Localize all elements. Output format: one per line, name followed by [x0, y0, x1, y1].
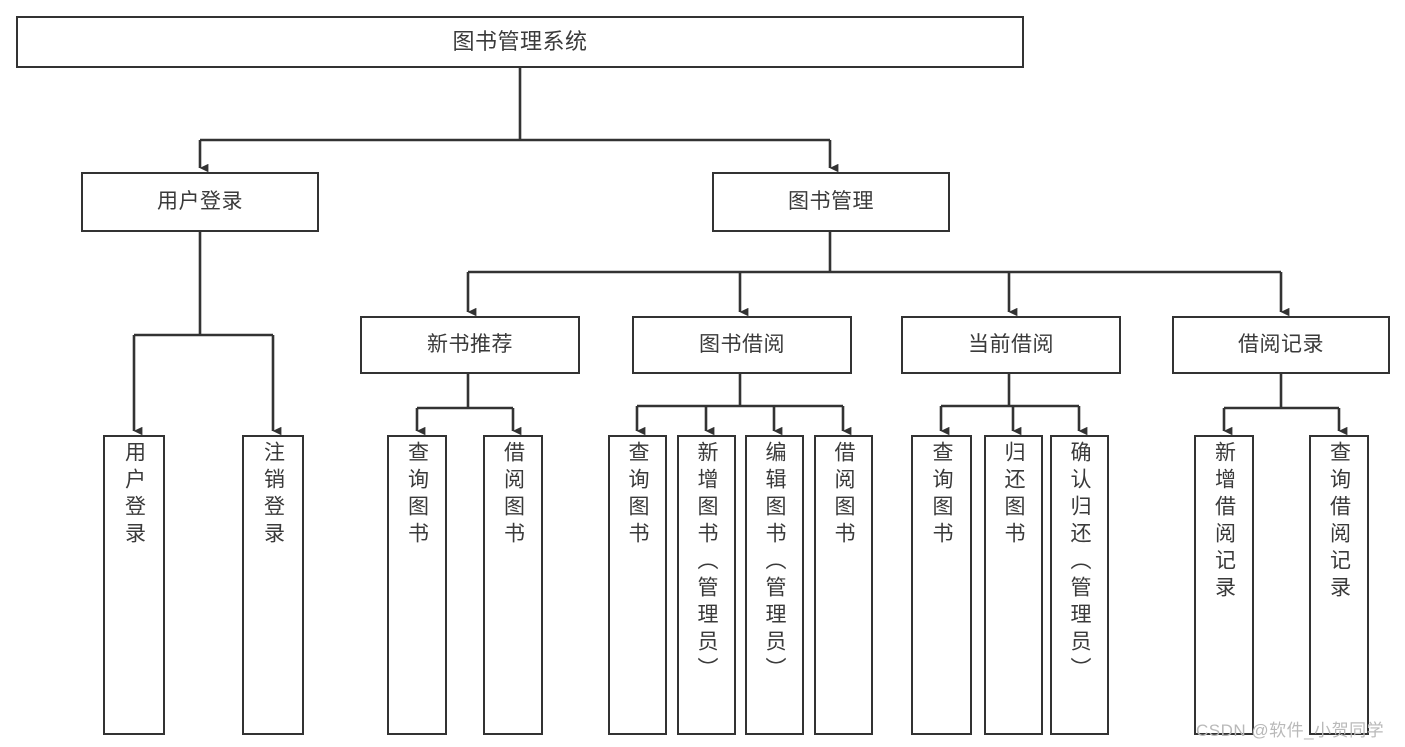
node-current-borrow-label: 当前借阅 — [968, 332, 1054, 356]
node-leaf-user-login[interactable]: 用户登录 — [103, 435, 165, 735]
node-leaf-query-book-3[interactable]: 查询图书 — [911, 435, 972, 735]
node-book-management-label: 图书管理 — [788, 189, 874, 213]
node-leaf-logout[interactable]: 注销登录 — [242, 435, 304, 735]
node-current-borrow[interactable]: 当前借阅 — [901, 316, 1121, 374]
node-leaf-return-book[interactable]: 归还图书 — [984, 435, 1043, 735]
node-leaf-logout-label: 注销登录 — [261, 441, 285, 549]
node-leaf-add-book-label: 新增图书（管理员） — [695, 441, 718, 684]
node-leaf-query-book-3-label: 查询图书 — [930, 441, 953, 549]
node-leaf-query-book-2-label: 查询图书 — [626, 441, 649, 549]
node-root[interactable]: 图书管理系统 — [16, 16, 1024, 68]
node-leaf-query-book-1-label: 查询图书 — [405, 441, 429, 549]
node-new-book-recommend-label: 新书推荐 — [427, 332, 513, 356]
node-leaf-add-borrow-record[interactable]: 新增借阅记录 — [1194, 435, 1254, 735]
node-leaf-borrow-book-1-label: 借阅图书 — [501, 441, 525, 549]
node-leaf-borrow-book-1[interactable]: 借阅图书 — [483, 435, 543, 735]
node-user-login[interactable]: 用户登录 — [81, 172, 319, 232]
node-leaf-edit-book-label: 编辑图书（管理员） — [763, 441, 786, 684]
node-leaf-add-book[interactable]: 新增图书（管理员） — [677, 435, 736, 735]
node-leaf-add-borrow-record-label: 新增借阅记录 — [1212, 441, 1236, 603]
node-new-book-recommend[interactable]: 新书推荐 — [360, 316, 580, 374]
node-leaf-query-book-1[interactable]: 查询图书 — [387, 435, 447, 735]
node-book-borrow-label: 图书借阅 — [699, 332, 785, 356]
node-leaf-query-borrow-record-label: 查询借阅记录 — [1327, 441, 1351, 603]
node-leaf-query-borrow-record[interactable]: 查询借阅记录 — [1309, 435, 1369, 735]
node-root-label: 图书管理系统 — [452, 29, 588, 55]
node-leaf-confirm-return-label: 确认归还（管理员） — [1068, 441, 1091, 684]
node-book-borrow[interactable]: 图书借阅 — [632, 316, 852, 374]
node-leaf-user-login-label: 用户登录 — [122, 441, 146, 549]
node-leaf-query-book-2[interactable]: 查询图书 — [608, 435, 667, 735]
node-user-login-label: 用户登录 — [157, 189, 243, 213]
node-leaf-edit-book[interactable]: 编辑图书（管理员） — [745, 435, 804, 735]
node-borrow-record[interactable]: 借阅记录 — [1172, 316, 1390, 374]
node-leaf-return-book-label: 归还图书 — [1002, 441, 1025, 549]
node-leaf-borrow-book-2-label: 借阅图书 — [832, 441, 855, 549]
node-book-management[interactable]: 图书管理 — [712, 172, 950, 232]
csdn-watermark: CSDN @软件_小贺同学 — [1196, 721, 1385, 740]
node-leaf-confirm-return[interactable]: 确认归还（管理员） — [1050, 435, 1109, 735]
node-borrow-record-label: 借阅记录 — [1238, 332, 1324, 356]
node-leaf-borrow-book-2[interactable]: 借阅图书 — [814, 435, 873, 735]
